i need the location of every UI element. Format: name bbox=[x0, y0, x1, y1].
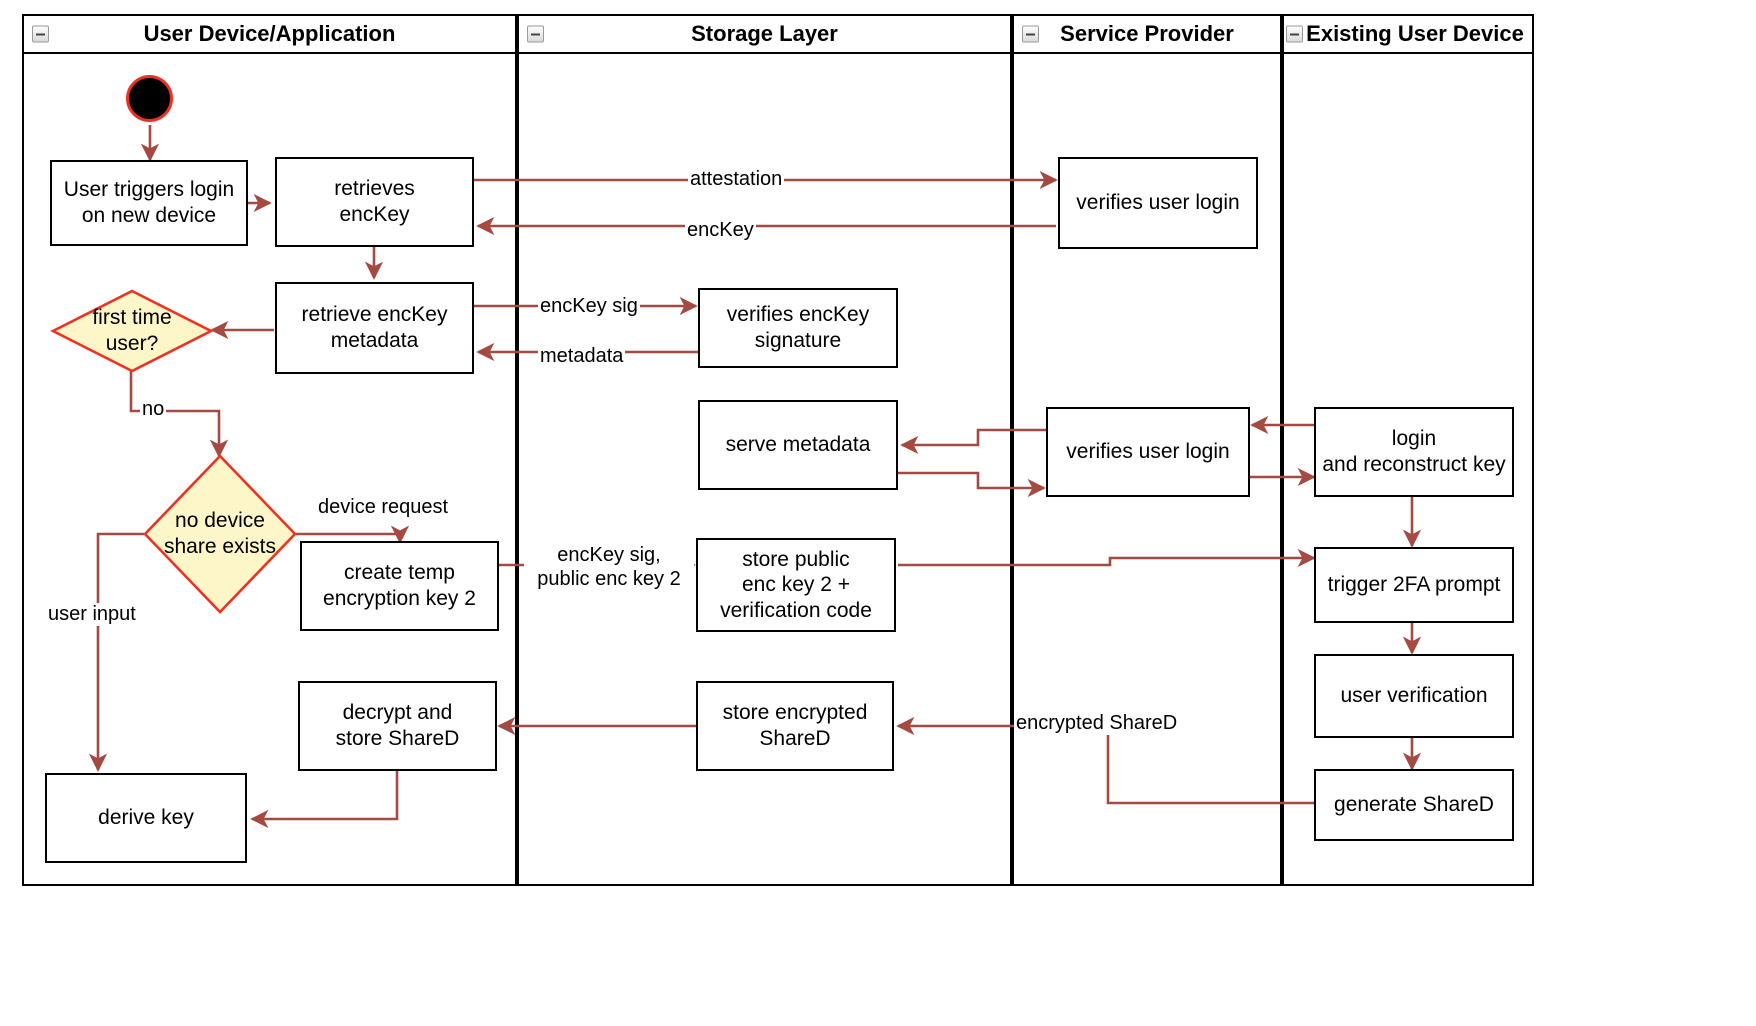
activity-user-verification[interactable]: user verification bbox=[1314, 654, 1514, 738]
swimlane-title-storage: Storage Layer bbox=[691, 21, 838, 46]
activity-trigger-2fa-prompt[interactable]: trigger 2FA prompt bbox=[1314, 547, 1514, 623]
activity-label: verifies user login bbox=[1076, 191, 1240, 215]
swimlane-header-user-device[interactable]: User Device/Application bbox=[22, 14, 517, 54]
swimlane-title-existing-device: Existing User Device bbox=[1306, 21, 1524, 46]
activity-label: user verification bbox=[1340, 684, 1488, 708]
swimlane-title-service: Service Provider bbox=[1060, 21, 1234, 46]
edge-label-encrypted-shared: encrypted ShareD bbox=[1014, 712, 1180, 735]
activity-label: serve metadata bbox=[725, 433, 871, 457]
edge-label-no: no bbox=[140, 398, 167, 421]
swimlane-header-storage[interactable]: Storage Layer bbox=[517, 14, 1012, 54]
activity-label: verifies user login bbox=[1066, 440, 1230, 464]
collapse-minus-icon[interactable] bbox=[1022, 25, 1039, 43]
collapse-minus-icon[interactable] bbox=[1286, 25, 1303, 43]
edge-label-device-request: device request bbox=[316, 496, 451, 519]
collapse-minus-icon[interactable] bbox=[527, 25, 544, 43]
activity-label: generate ShareD bbox=[1334, 793, 1494, 817]
swimlane-header-existing-device[interactable]: Existing User Device bbox=[1282, 14, 1534, 54]
activity-verifies-user-login-1[interactable]: verifies user login bbox=[1058, 157, 1258, 249]
activity-label: trigger 2FA prompt bbox=[1327, 573, 1501, 597]
swimlane-header-service[interactable]: Service Provider bbox=[1012, 14, 1282, 54]
activity-generate-shared[interactable]: generate ShareD bbox=[1314, 769, 1514, 841]
activity-derive-key[interactable]: derive key bbox=[45, 773, 247, 863]
edge-label-metadata: metadata bbox=[538, 345, 626, 368]
edge-label-enckey-sig: encKey sig bbox=[538, 295, 640, 318]
activity-serve-metadata[interactable]: serve metadata bbox=[698, 400, 898, 490]
edge-label-enckey: encKey bbox=[685, 219, 756, 242]
collapse-minus-icon[interactable] bbox=[32, 25, 49, 43]
activity-verifies-user-login-2[interactable]: verifies user login bbox=[1046, 407, 1250, 497]
swimlane-title-user-device: User Device/Application bbox=[143, 21, 396, 46]
initial-node bbox=[126, 75, 173, 122]
edge-label-user-input: user input bbox=[46, 603, 138, 626]
edge-label-enckey-sig-public-enc-key-2: encKey sig,public enc key 2 bbox=[524, 543, 694, 591]
edge-label-attestation: attestation bbox=[688, 168, 785, 191]
activity-label: derive key bbox=[98, 806, 194, 830]
